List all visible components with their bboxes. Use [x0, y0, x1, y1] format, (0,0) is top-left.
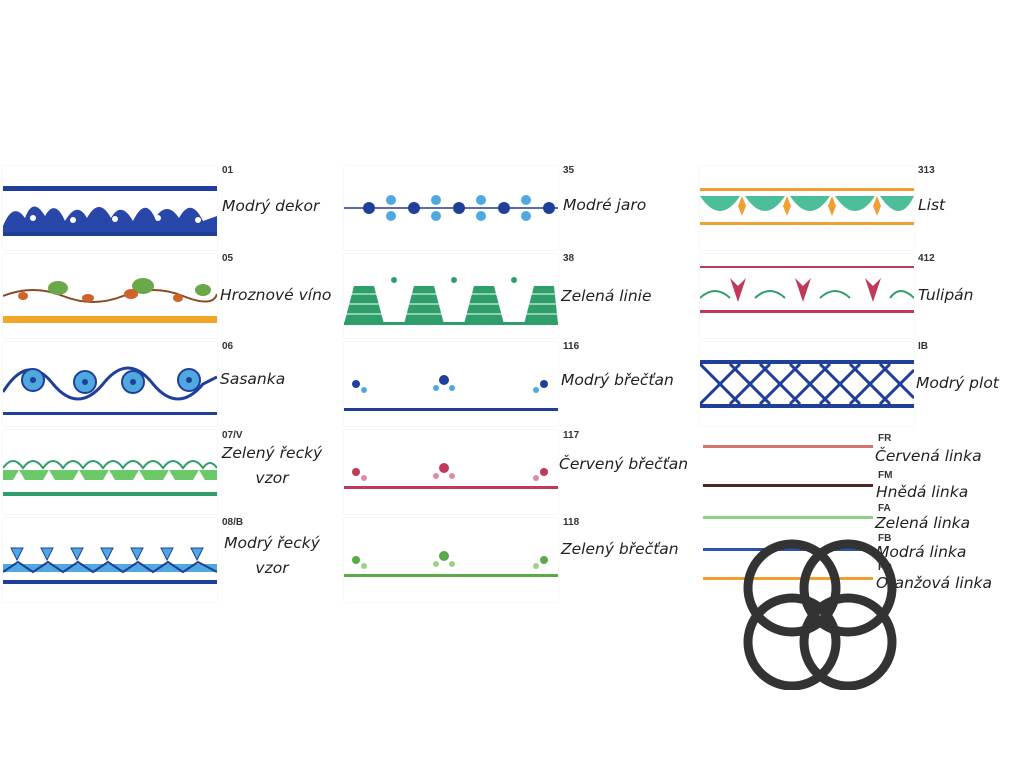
pattern-code: 35	[563, 165, 575, 176]
line-name: Červená linka	[875, 447, 982, 465]
line-name: Zelená linka	[875, 514, 971, 532]
blue-decor-pattern	[3, 186, 217, 236]
line-name: Oranžová linka	[876, 574, 993, 592]
pattern-name: Modrý plot	[916, 374, 999, 392]
pattern-name: Modrý břečťan	[561, 371, 674, 389]
pattern-tile-01	[3, 166, 217, 250]
pattern-code: 05	[222, 253, 234, 264]
pattern-name: Zelená linie	[561, 287, 652, 305]
pattern-tile-116	[344, 342, 558, 426]
pattern-name: Modré jaro	[563, 196, 647, 214]
blue-line-swatch	[703, 548, 873, 551]
pattern-tile-118	[344, 518, 558, 602]
brown-line-swatch	[703, 484, 873, 487]
pattern-code: 38	[563, 253, 575, 264]
pattern-tile-35	[344, 166, 558, 250]
pattern-code: IB	[918, 341, 928, 352]
pattern-tile-05	[3, 254, 217, 338]
leaf-pattern	[700, 188, 914, 225]
pattern-tile-412	[700, 254, 914, 338]
pattern-tile-313	[700, 166, 914, 250]
pattern-tile-38	[344, 254, 558, 338]
pattern-tile-06	[3, 342, 217, 426]
pattern-code: 06	[222, 341, 234, 352]
pattern-code: 117	[563, 430, 580, 441]
pattern-name-line1: Zelený řecký	[221, 444, 323, 462]
pattern-code: 08/B	[222, 517, 244, 528]
anemone-pattern	[3, 366, 217, 415]
green-line-pattern	[344, 277, 558, 325]
pattern-tile-08b	[3, 518, 217, 602]
interlocking-circles-logo-icon	[743, 539, 897, 690]
pattern-name: Červený břečťan	[559, 455, 689, 473]
orange-line-swatch	[703, 577, 873, 580]
pattern-name-line2: vzor	[255, 469, 289, 487]
red-ivy-pattern	[344, 463, 558, 489]
pattern-name: Hroznové víno	[220, 286, 332, 304]
line-code: FA	[878, 503, 891, 514]
pattern-name-line2: vzor	[255, 559, 289, 577]
pattern-name-line1: Modrý řecký	[224, 534, 320, 552]
pattern-code: 07/V	[222, 430, 243, 441]
red-line-swatch	[703, 445, 873, 448]
tulip-pattern	[700, 266, 914, 313]
line-name: Hnědá linka	[876, 483, 969, 501]
line-code: FM	[878, 470, 893, 481]
pattern-name: Sasanka	[220, 370, 286, 388]
pattern-code: 118	[563, 517, 580, 528]
green-line-swatch	[703, 516, 873, 519]
pattern-name: Modrý dekor	[222, 197, 320, 215]
blue-spring-pattern	[344, 195, 558, 221]
pattern-name: List	[918, 196, 946, 214]
line-code: FR	[878, 433, 892, 444]
pattern-code: 412	[918, 253, 935, 264]
pattern-name: Zelený břečťan	[561, 540, 679, 558]
pattern-code: 116	[563, 341, 580, 352]
green-greek-pattern	[3, 460, 217, 496]
pattern-name: Tulipán	[918, 286, 974, 304]
pattern-tile-117	[344, 430, 558, 514]
pattern-code: 313	[918, 165, 935, 176]
pattern-code: 01	[222, 165, 234, 176]
pattern-tile-07v	[3, 430, 217, 514]
line-code: FB	[878, 533, 892, 544]
pattern-tile-ib	[700, 342, 914, 426]
grapevine-pattern	[3, 278, 217, 323]
line-name: Modrá linka	[876, 543, 967, 561]
blue-ivy-pattern	[344, 375, 558, 411]
green-ivy-pattern	[344, 551, 558, 577]
blue-fence-pattern	[700, 360, 914, 408]
blue-greek-pattern	[3, 547, 217, 584]
